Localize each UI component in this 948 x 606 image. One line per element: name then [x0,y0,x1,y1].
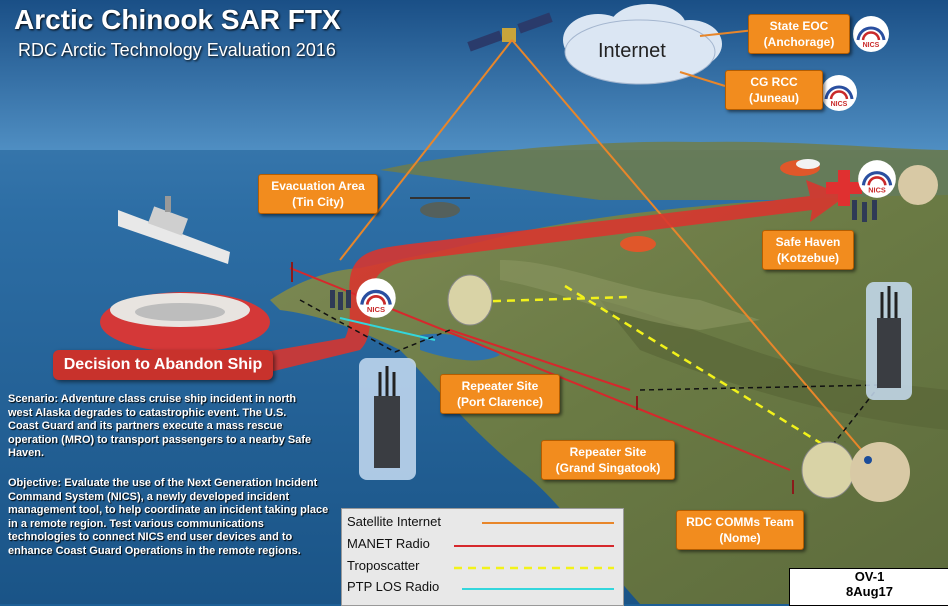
safe-haven-location: (Kotzebue) [777,251,839,265]
satellite-icon [467,12,553,52]
helicopter-icon [410,159,820,252]
internet-cloud-icon [563,4,722,85]
repeater-grand-singatook-title: Repeater Site [569,445,647,459]
ptp-los-links [339,317,436,341]
nics-logo-icon: NICS [858,160,896,198]
legend-swatches [454,522,614,590]
nics-logo-text: NICS [868,186,886,195]
repeater-port-clarence-title: Repeater Site [461,379,539,393]
repeater-grand-singatook-location: (Grand Singatook) [555,461,661,475]
rdc-comms-team-title: RDC COMMs Team [686,515,794,529]
satellite-internet-links [339,29,871,461]
nics-logo-icon: NICS [821,75,857,111]
safe-haven-box: Safe Haven (Kotzebue) [762,230,854,270]
decision-to-abandon-ship-label: Decision to Abandon Ship [53,350,273,380]
radome-icon [850,165,938,502]
cruise-ship-icon [100,292,270,352]
coast-guard-cutter-icon [118,196,230,264]
rescue-team-icon [330,200,877,310]
cg-rcc-location: (Juneau) [748,91,799,105]
rdc-comms-team-location: (Nome) [719,531,761,545]
legend-label: MANET Radio [347,536,430,551]
document-date: 8Aug17 [846,584,893,599]
state-eoc-location: (Anchorage) [763,35,835,49]
repeater-port-clarence-box: Repeater Site (Port Clarence) [440,374,560,414]
document-id-box: OV-1 8Aug17 [789,568,948,606]
page-title: Arctic Chinook SAR FTX [14,4,341,35]
scenario-text: Scenario: Adventure class cruise ship in… [8,393,312,459]
legend-label: Satellite Internet [347,514,441,529]
legend-label: Troposcatter [347,558,420,573]
internet-label: Internet [598,40,666,62]
repeater-tower-icon [291,262,794,494]
repeater-port-clarence-location: (Port Clarence) [456,395,544,409]
evacuation-area-location: (Tin City) [292,195,344,209]
nics-logo-text: NICS [863,42,880,49]
nics-logo-icon: NICS [356,278,396,318]
page-subtitle: RDC Arctic Technology Evaluation 2016 [18,40,336,60]
satellite-dish-icon [447,274,855,499]
state-eoc-title: State EOC [769,19,829,33]
troposcatter-links [464,284,841,457]
evacuation-area-box: Evacuation Area (Tin City) [258,174,378,214]
nics-logo-text: NICS [831,101,848,108]
evacuation-route-arrow [265,180,846,372]
nics-logo-icon: NICS [853,16,889,52]
legend: Satellite Internet MANET Radio Troposcat… [341,508,624,606]
radio-device-icon [359,282,912,480]
cg-rcc-title: CG RCC [750,75,798,89]
document-id: OV-1 [854,569,885,584]
cg-rcc-box: CG RCC (Juneau) [725,70,823,110]
legend-label: PTP LOS Radio [347,579,440,594]
red-cross-icon [826,170,862,206]
repeater-grand-singatook-box: Repeater Site (Grand Singatook) [541,440,675,480]
state-eoc-box: State EOC (Anchorage) [748,14,850,54]
safe-haven-title: Safe Haven [775,235,841,249]
nics-logo-text: NICS [367,305,385,314]
objective-text: Objective: Evaluate the use of the Next … [8,477,329,557]
rdc-comms-team-box: RDC COMMs Team (Nome) [676,510,804,550]
evacuation-area-title: Evacuation Area [271,179,365,193]
